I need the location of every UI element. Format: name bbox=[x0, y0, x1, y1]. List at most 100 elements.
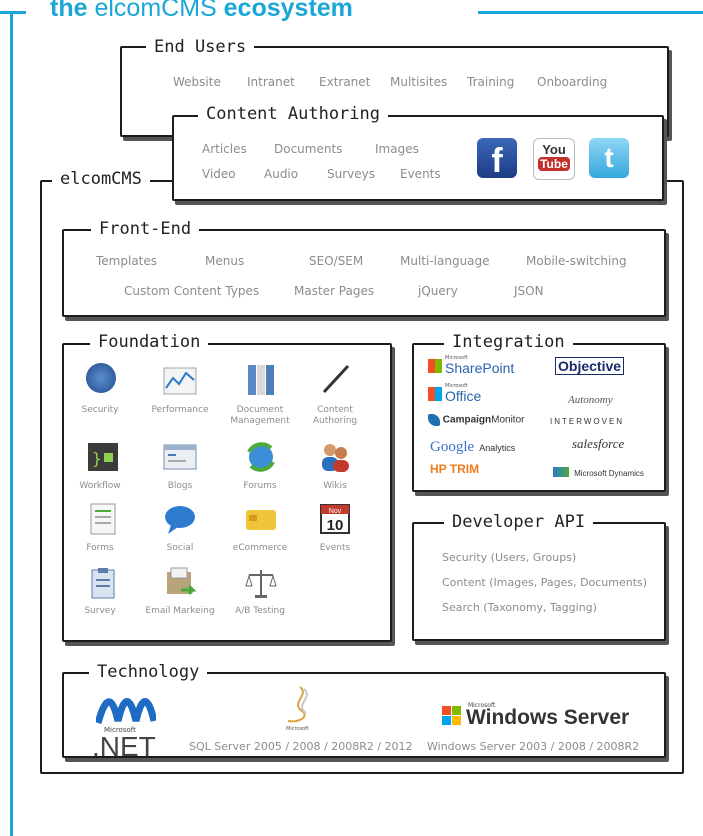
dotnet-small: Microsoft bbox=[104, 726, 136, 734]
authoring-video: Video bbox=[202, 167, 236, 181]
svg-text:}: } bbox=[92, 449, 102, 468]
foundation-ab-testing-label: A/B Testing bbox=[235, 606, 285, 616]
front-end-json: JSON bbox=[514, 284, 544, 298]
facebook-icon: f bbox=[477, 138, 517, 180]
api-search: Search (Taxonomy, Tagging) bbox=[442, 601, 597, 614]
credit-card-icon bbox=[246, 510, 276, 530]
end-users-title: End Users bbox=[146, 37, 255, 57]
authoring-surveys: Surveys bbox=[327, 167, 375, 181]
monitor-text: Monitor bbox=[491, 414, 525, 426]
sharepoint-text: SharePoint bbox=[445, 360, 515, 376]
calendar-month: Nov bbox=[329, 508, 342, 515]
front-end-templates: Templates bbox=[96, 254, 158, 268]
foundation-survey-label: Survey bbox=[84, 606, 116, 616]
office-text: Office bbox=[445, 388, 482, 404]
performance-chart-icon bbox=[163, 367, 197, 395]
header-rule-right bbox=[478, 11, 703, 14]
form-document-icon bbox=[90, 503, 116, 535]
foundation-document-management-label: Document Management bbox=[230, 405, 290, 426]
sharepoint-icon bbox=[428, 359, 442, 373]
api-security: Security (Users, Groups) bbox=[442, 551, 577, 564]
office-small: Microsoft bbox=[445, 383, 468, 389]
email-box-icon bbox=[167, 567, 197, 596]
foundation-blogs-label: Blogs bbox=[167, 481, 193, 491]
brand-name: elcomCMS bbox=[94, 0, 217, 22]
campaign-monitor-logo: CampaignMonitor bbox=[428, 414, 524, 426]
campaign-text: Campaign bbox=[442, 414, 492, 426]
clipboard-icon bbox=[91, 568, 115, 599]
foundation-ecommerce-label: eCommerce bbox=[232, 543, 288, 553]
campaign-monitor-icon bbox=[428, 414, 440, 426]
objective-logo: Objective bbox=[555, 357, 625, 375]
interwoven-logo: INTERWOVEN bbox=[550, 417, 625, 426]
authoring-images: Images bbox=[375, 142, 419, 156]
youtube-you: You bbox=[542, 142, 566, 157]
header-rule-left bbox=[0, 11, 26, 14]
sql-caption: SQL Server 2005 / 2008 / 2008R2 / 2012 bbox=[189, 740, 413, 753]
blog-window-icon bbox=[163, 444, 197, 470]
google-analytics-logo: Google Analytics bbox=[430, 436, 515, 456]
end-user-onboarding: Onboarding bbox=[537, 75, 608, 89]
foundation-forms-label: Forms bbox=[86, 543, 114, 553]
windows-small: Microsoft bbox=[468, 702, 496, 709]
title-prefix: the bbox=[50, 0, 88, 22]
authoring-articles: Articles bbox=[202, 142, 247, 156]
foundation-wikis-label: Wikis bbox=[323, 481, 347, 491]
salesforce-logo: salesforce bbox=[572, 436, 625, 451]
authoring-events: Events bbox=[400, 167, 441, 181]
developer-api-title: Developer API bbox=[444, 512, 594, 532]
content-authoring-title: Content Authoring bbox=[198, 104, 388, 124]
end-user-extranet: Extranet bbox=[319, 75, 371, 89]
dotnet-text: .NET bbox=[92, 731, 156, 762]
side-rule bbox=[10, 11, 13, 836]
calendar-day: 10 bbox=[327, 517, 344, 534]
front-end-master-pages: Master Pages bbox=[294, 284, 375, 298]
binders-icon bbox=[248, 365, 274, 395]
page-title: the elcomCMS ecosystem bbox=[50, 0, 353, 23]
technology-box bbox=[62, 672, 666, 758]
front-end-jquery: jQuery bbox=[418, 284, 458, 298]
dynamics-text: Microsoft Dynamics bbox=[574, 469, 644, 478]
sql-server-icon bbox=[287, 686, 308, 723]
people-icon bbox=[322, 444, 349, 472]
foundation-email-marketing-label: Email Markeing bbox=[145, 606, 215, 616]
end-user-training: Training bbox=[467, 75, 515, 89]
foundation-events-label: Events bbox=[319, 543, 351, 553]
authoring-documents: Documents bbox=[274, 142, 343, 156]
end-user-multisites: Multisites bbox=[390, 75, 448, 89]
twitter-icon: t bbox=[589, 138, 629, 178]
scales-icon bbox=[245, 570, 277, 598]
foundation-social-label: Social bbox=[166, 543, 194, 553]
globe-arrows-icon bbox=[247, 442, 275, 472]
elcomcms-title: elcomCMS bbox=[52, 169, 150, 189]
lock-icon bbox=[86, 363, 116, 393]
youtube-icon: You Tube bbox=[533, 138, 575, 180]
foundation-performance-label: Performance bbox=[151, 405, 209, 415]
windows-server-logo: Windows Server bbox=[466, 706, 630, 729]
dotnet-wave-icon bbox=[96, 698, 156, 724]
pen-icon bbox=[322, 364, 350, 394]
hp-trim-logo: HP TRIM bbox=[430, 462, 480, 476]
analytics-text: Analytics bbox=[479, 443, 516, 453]
calendar-icon: Nov 10 bbox=[320, 504, 350, 534]
front-end-box bbox=[62, 229, 666, 317]
foundation-forums-label: Forums bbox=[243, 481, 277, 491]
technology-title: Technology bbox=[89, 662, 208, 682]
windows-caption: Windows Server 2003 / 2008 / 2008R2 bbox=[427, 740, 640, 753]
microsoft-dynamics-logo: Microsoft Dynamics bbox=[553, 461, 644, 480]
title-suffix: ecosystem bbox=[223, 0, 353, 22]
api-content: Content (Images, Pages, Documents) bbox=[442, 576, 648, 589]
workflow-icon: } bbox=[88, 443, 118, 471]
foundation-title: Foundation bbox=[90, 332, 209, 352]
sharepoint-small: Microsoft bbox=[445, 355, 468, 361]
windows-flag-icon bbox=[442, 706, 462, 726]
windows-flag-red bbox=[442, 706, 451, 715]
integration-title: Integration bbox=[444, 332, 573, 352]
front-end-title: Front-End bbox=[91, 219, 200, 239]
front-end-seo: SEO/SEM bbox=[309, 254, 364, 268]
authoring-audio: Audio bbox=[264, 167, 299, 181]
windows-flag-blue bbox=[442, 716, 451, 725]
content-authoring-box bbox=[172, 115, 664, 201]
front-end-mobile: Mobile-switching bbox=[526, 254, 627, 268]
sql-small: Microsoft bbox=[286, 726, 309, 732]
